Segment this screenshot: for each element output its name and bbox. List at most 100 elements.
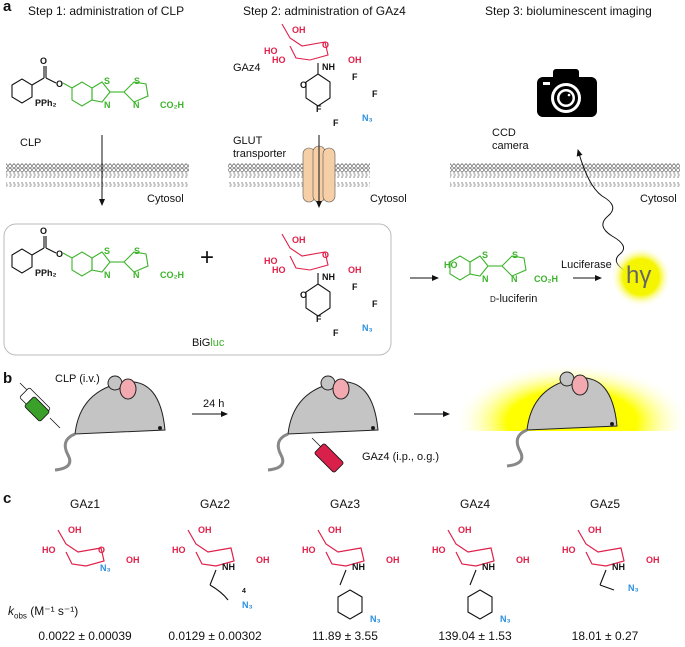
membrane-1: [6, 163, 189, 187]
luciferin-suffix: -luciferin: [495, 293, 538, 305]
photon-wave: [576, 149, 628, 273]
syringe-clp-icon: [19, 382, 61, 429]
step3-title: Step 3: bioluminescent imaging: [485, 4, 652, 18]
atom-ho: HO: [272, 55, 286, 65]
hv-photon-label: hγ: [626, 262, 652, 289]
glut-label: GLUT transporter: [233, 135, 286, 161]
kobs-value-gaz2: 0.0129 ± 0.00302: [168, 629, 262, 643]
atom-o: O: [322, 40, 330, 50]
atom-oh: OH: [588, 525, 602, 535]
atom-oh: OH: [458, 525, 472, 535]
atom-n: N: [482, 274, 489, 284]
atom-oh: OH: [68, 525, 82, 535]
atom-oh: OH: [348, 265, 362, 275]
kobs-value-gaz3: 11.89 ± 3.55: [312, 629, 378, 643]
clp-label: CLP: [20, 137, 42, 149]
atom-oh: OH: [292, 235, 306, 245]
atom-oh: OH: [348, 55, 362, 65]
atom-n3: N₃: [500, 614, 511, 624]
atom-n: N: [133, 270, 140, 280]
cytosol-label-2: Cytosol: [370, 193, 407, 205]
compound-name-gaz3: GAz3: [329, 497, 360, 511]
atom-oh: OH: [256, 555, 270, 565]
atom-s: S: [104, 76, 111, 86]
atom-o: O: [56, 249, 64, 259]
atom-co2h: CO₂H: [160, 100, 184, 110]
panel-c-letter: c: [3, 490, 12, 507]
atom-s: S: [104, 246, 111, 256]
atom-oh: OH: [126, 555, 140, 565]
kobs-value-gaz1: 0.0022 ± 0.00039: [38, 629, 132, 643]
atom-ho: HO: [42, 545, 56, 555]
gaz4-structure-top: [281, 23, 331, 107]
d-prefix: D: [490, 295, 496, 304]
atom-n: N: [104, 270, 111, 280]
d-luciferin-structure: [449, 255, 527, 281]
kobs-k: k: [8, 604, 14, 618]
gaz4-route-label: GAz4 (i.p., o.g.): [362, 451, 440, 463]
atom-s: S: [134, 76, 141, 86]
panel-a-letter: a: [3, 0, 12, 15]
acyl-groups: [209, 569, 615, 620]
atom-n: N: [511, 274, 518, 284]
atom-n3: N₃: [362, 113, 373, 123]
clp-structure-top: [11, 66, 149, 107]
chain-length: 4: [242, 588, 246, 595]
glut-label-line1: GLUT: [233, 135, 263, 147]
atom-n3: N₃: [242, 600, 253, 610]
atom-o: O: [40, 226, 48, 236]
ccd-label: CCD camera: [492, 127, 529, 153]
atom-ho: HO: [172, 545, 186, 555]
atom-f: F: [316, 314, 322, 324]
atom-ho: HO: [444, 260, 458, 270]
atom-co2h: CO₂H: [160, 270, 184, 280]
atom-s: S: [134, 246, 141, 256]
ccd-label-line2: camera: [492, 140, 529, 152]
atom-s: S: [482, 250, 489, 260]
atom-ho: HO: [432, 545, 446, 555]
plus-sign: +: [200, 244, 215, 271]
atom-nh: NH: [352, 562, 365, 572]
atom-f: F: [316, 104, 322, 114]
glut-transporter-icon: [302, 145, 336, 203]
atom-nh: NH: [322, 272, 335, 282]
mouse-2: [267, 375, 379, 472]
atom-f: F: [372, 89, 378, 99]
compound-name-gaz4: GAz4: [459, 497, 490, 511]
compound-name-gaz5: GAz5: [589, 497, 620, 511]
sugar-rings: [57, 529, 625, 567]
atom-oh: OH: [646, 555, 660, 565]
atom-ho: HO: [264, 46, 278, 56]
atom-nh: NH: [612, 562, 625, 572]
atom-o: O: [300, 80, 308, 90]
ccd-label-line1: CCD: [492, 127, 516, 139]
atom-ho: HO: [272, 265, 286, 275]
atom-f: F: [333, 118, 339, 128]
mouse-1: [54, 375, 166, 472]
kobs-sub: obs: [14, 611, 27, 621]
atom-oh: OH: [386, 555, 400, 565]
atom-o: O: [300, 290, 308, 300]
atom-pph2: PPh₂: [35, 98, 57, 108]
gaz4-structure-box: [281, 233, 331, 317]
atom-ho: HO: [264, 256, 278, 266]
atom-o: O: [98, 545, 106, 555]
kobs-value-gaz4: 139.04 ± 1.53: [438, 629, 512, 643]
compound-name-gaz1: GAz1: [69, 497, 100, 511]
atom-oh: OH: [198, 525, 212, 535]
atom-ho: HO: [302, 545, 316, 555]
hv-glow: [611, 247, 671, 307]
cytosol-label-1: Cytosol: [147, 193, 184, 205]
atom-n3: N₃: [100, 563, 111, 573]
atom-o: O: [40, 56, 48, 66]
atom-nh: NH: [222, 562, 235, 572]
clp-structure-box: [11, 236, 149, 277]
membrane-3: [450, 163, 680, 187]
atom-ho: HO: [562, 545, 576, 555]
delay-label: 24 h: [203, 398, 225, 410]
biogluc-label: BiGluc: [192, 337, 224, 349]
compound-name-gaz2: GAz2: [199, 497, 230, 511]
atom-n: N: [104, 100, 111, 110]
biogluc-reaction-box: [3, 223, 392, 356]
atom-n3: N₃: [370, 614, 381, 624]
